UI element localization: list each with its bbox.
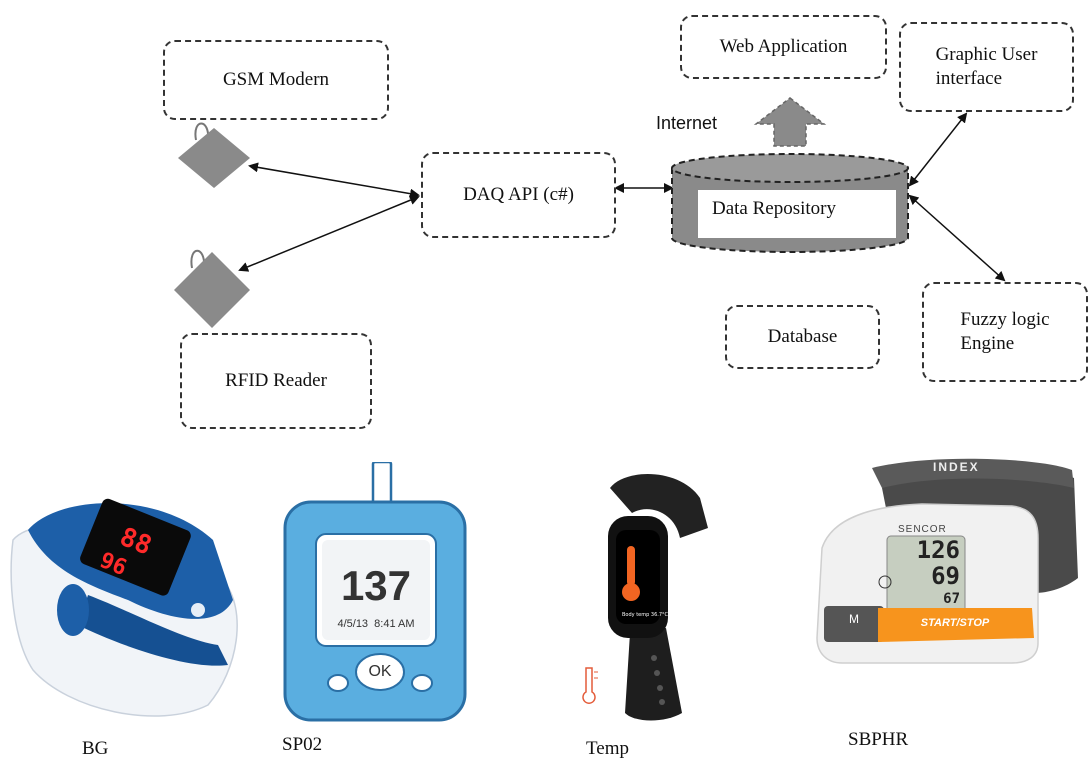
gsm-rfid-tag-icon [178,122,250,188]
rfid-reader-node: RFID Reader [180,333,372,429]
repo-gui-arrow [908,112,968,187]
daq-api-node: DAQ API (c#) [421,152,616,238]
glucometer-reading: 137 [340,562,412,609]
gsm-daq-arrow [248,162,420,199]
thermometer-icon [582,667,598,704]
daq-api-label: DAQ API (c#) [463,184,574,206]
gui-label-line2: interface [935,68,1003,89]
fuzzy-label-line1: Fuzzy logic [960,309,1050,331]
database-label: Database [767,326,838,348]
database-node: Database [725,305,880,369]
graphic-user-interface-node: Graphic User interface [899,22,1074,112]
repo-fuzzy-arrow [908,194,1006,282]
data-repository-label: Data Repository [712,198,837,219]
glucometer-ok-button: OK [368,663,392,680]
rfid-reader-tag-icon [174,249,250,328]
glucometer-datetime: 4/5/13 8:41 AM [337,618,415,630]
bp-pulse-readout: 67 [943,591,960,607]
web-application-label: Web Application [719,36,848,58]
bp-caption: SBPHR [848,729,909,750]
gsm-modem-label: GSM Modern [222,69,330,91]
watch-screen-text: Body temp 36.7°C [622,612,669,618]
web-application-node: Web Application [680,15,887,79]
fuzzy-label-line2: Engine [960,333,1015,354]
rfid-daq-arrow [238,195,420,272]
bp-systolic-readout: 126 [916,536,960,564]
smart-watch-device: Body temp 36.7°C [582,474,708,721]
watch-caption: Temp [586,738,629,759]
glucometer-caption: SP02 [282,734,323,755]
oximeter-caption: BG [82,738,109,759]
bp-monitor-device [816,458,1078,664]
data-repository-cylinder-icon [671,153,909,253]
glucometer-device [283,462,467,722]
fuzzy-logic-engine-node: Fuzzy logic Engine [922,282,1088,382]
internet-up-arrow-icon [753,97,827,147]
rfid-reader-label: RFID Reader [225,370,327,392]
bp-cuff-label: INDEX [933,460,980,474]
bp-diastolic-readout: 69 [931,562,960,590]
bp-m-button: M [849,612,859,626]
bp-start-stop-button: START/STOP [920,617,990,629]
gsm-modem-node: GSM Modern [163,40,389,120]
gui-label-line1: Graphic User [935,44,1038,66]
pulse-oximeter-device: 88 96 [10,498,238,717]
bp-brand-label: SENCOR [898,524,947,535]
internet-label: Internet [656,113,718,133]
